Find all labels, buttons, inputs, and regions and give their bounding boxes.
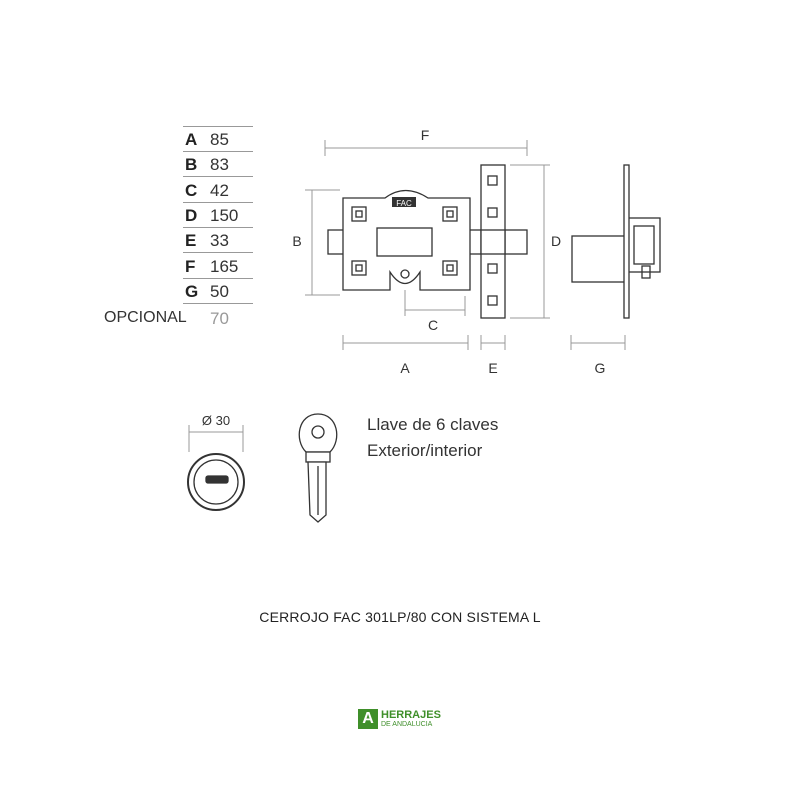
dimension-key: D <box>185 205 198 225</box>
dimension-key: B <box>185 155 198 175</box>
label-d: D <box>551 233 561 249</box>
dimension-key: E <box>185 231 197 251</box>
dimension-key: A <box>185 130 198 149</box>
dimension-key: F <box>185 256 196 276</box>
logo-mark-icon: A <box>358 709 378 729</box>
dimension-d <box>510 164 550 319</box>
dimension-value: 150 <box>210 205 239 225</box>
dimension-value: 83 <box>210 155 229 175</box>
logo-line2: DE ANDALUCIA <box>381 720 433 728</box>
label-c: C <box>428 317 438 333</box>
dimension-row: F 165 <box>183 254 253 279</box>
label-f: F <box>421 127 430 143</box>
product-caption: CERROJO FAC 301LP/80 CON SISTEMA L <box>259 609 541 625</box>
dimension-row: E 33 <box>183 228 253 254</box>
diameter-label: Ø 30 <box>202 413 230 428</box>
dimension-e <box>480 335 506 350</box>
dimension-value: 50 <box>210 281 229 301</box>
label-a: A <box>400 360 410 376</box>
optional-value: 70 <box>210 309 229 328</box>
label-g: G <box>595 360 606 376</box>
dimension-value: 42 <box>210 180 229 200</box>
dimension-value: 33 <box>210 231 229 251</box>
dimension-row: B 83 <box>183 152 253 178</box>
dimension-c <box>404 290 466 316</box>
dimension-row: D 150 <box>183 203 253 228</box>
dimension-a <box>342 335 469 350</box>
dimension-row: G 50 <box>183 279 253 304</box>
dimension-b <box>305 189 340 296</box>
dimension-key: G <box>185 281 199 301</box>
logo-line1: HERRAJES <box>381 708 441 721</box>
key-description-line2: Exterior/interior <box>367 441 483 460</box>
optional-label: OPCIONAL <box>104 309 187 326</box>
keyhole <box>400 269 410 279</box>
dimension-f <box>324 140 528 156</box>
dimension-value: 85 <box>210 130 229 149</box>
brand-logo: A HERRAJES DE ANDALUCIA <box>358 709 441 729</box>
dimension-key: C <box>185 180 198 200</box>
brand-text: FAC <box>396 199 412 208</box>
brand-badge <box>392 197 416 207</box>
dimension-row: A 85 <box>183 127 253 152</box>
label-e: E <box>488 360 497 376</box>
label-b: B <box>292 233 301 249</box>
key-description-line1: Llave de 6 claves <box>367 415 499 434</box>
side-view <box>571 164 661 319</box>
dimension-g <box>570 335 626 350</box>
dimension-diameter <box>188 425 244 452</box>
keeper-screws <box>487 175 498 306</box>
screws <box>351 206 458 276</box>
dimension-row: C 42 <box>183 178 253 203</box>
table-top-rule <box>183 126 253 127</box>
cylinder-icon <box>187 453 245 511</box>
dimension-value: 165 <box>210 256 239 276</box>
key-icon <box>298 413 338 523</box>
